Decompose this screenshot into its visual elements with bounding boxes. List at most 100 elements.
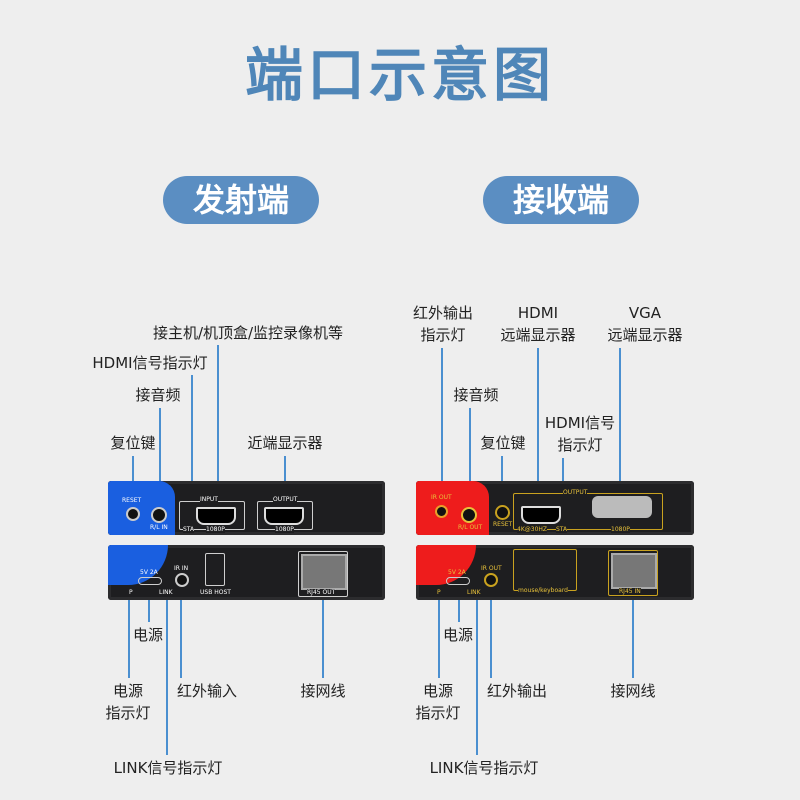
reset-text: RESET — [122, 497, 142, 504]
pointer-line — [469, 408, 471, 505]
label-line: 指示灯 — [105, 704, 151, 722]
rx-section-badge: 接收端 — [483, 176, 639, 224]
rj45-text: RJ45 OUT — [307, 589, 336, 596]
hdmi-resolution-text: 4K@30HZ — [517, 526, 548, 533]
label-line: 远端显示器 — [607, 326, 683, 344]
hdmi-output-port[interactable] — [264, 507, 304, 525]
pointer-line — [476, 600, 478, 755]
vga-resolution-text: 1080P — [611, 526, 630, 533]
label-line: 红外输出 — [412, 304, 474, 322]
hdmi-output-port[interactable] — [521, 506, 561, 524]
reset-button[interactable] — [126, 507, 140, 521]
label-power-led: 电源指示灯 — [105, 680, 150, 724]
ir-jack[interactable] — [175, 573, 189, 587]
label-network: 接网线 — [300, 682, 346, 700]
tx-front-panel: RESET R/L IN INPUT STA 1080P OUTPUT 1080… — [108, 481, 385, 535]
pointer-line — [441, 348, 443, 490]
hdmi-input-port[interactable] — [196, 507, 236, 525]
pointer-line — [180, 600, 182, 678]
audio-jack[interactable] — [461, 507, 477, 523]
label-network: 接网线 — [610, 682, 656, 700]
resolution-text: 1080P — [275, 526, 294, 533]
rx-side-accent — [416, 481, 489, 535]
link-text: LINK — [159, 589, 173, 596]
label-reset: 复位键 — [110, 434, 156, 452]
label-ir-out: 红外输出 — [486, 682, 548, 700]
pointer-line — [632, 600, 634, 678]
usb-frame[interactable] — [513, 549, 577, 591]
power-spec-text: 5V 2A — [140, 569, 158, 576]
pointer-line — [537, 348, 539, 500]
usb-port[interactable] — [205, 553, 225, 586]
label-ir-led: 红外输出指示灯 — [413, 302, 473, 346]
output-text: OUTPUT — [273, 496, 298, 503]
label-line: 远端显示器 — [500, 326, 576, 344]
pointer-line — [132, 456, 134, 498]
rj45-text: RJ45 IN — [619, 588, 641, 595]
label-line: 指示灯 — [557, 436, 603, 454]
output-text: OUTPUT — [563, 489, 588, 496]
usb-text: mouse/keyboard — [518, 587, 568, 594]
label-audio: 接音频 — [135, 386, 181, 404]
label-link-led: LINK信号指示灯 — [113, 759, 223, 777]
pointer-line — [191, 375, 193, 515]
pointer-line — [284, 456, 286, 490]
usb-text: USB HOST — [200, 589, 231, 596]
rj45-port[interactable] — [611, 553, 657, 589]
pointer-line — [322, 600, 324, 678]
label-host: 接主机/机顶盒/监控录像机等 — [152, 324, 344, 342]
label-power-led: 电源指示灯 — [415, 680, 460, 724]
pointer-line — [128, 600, 130, 678]
ir-jack[interactable] — [484, 573, 498, 587]
reset-text: RESET — [493, 521, 513, 528]
ir-text: IR OUT — [481, 565, 502, 572]
pointer-line — [217, 345, 219, 500]
pointer-line — [159, 408, 161, 505]
rx-front-panel: IR OUT R/L OUT RESET OUTPUT 4K@30HZ STA … — [416, 481, 694, 535]
ir-out-text: IR OUT — [431, 494, 452, 501]
label-power: 电源 — [132, 626, 164, 644]
label-line: 电源 — [422, 682, 454, 700]
tx-rear-panel: P 5V 2A LINK IR IN USB HOST RJ45 OUT — [108, 545, 385, 600]
pointer-line — [438, 600, 440, 678]
label-ir-in: 红外输入 — [176, 682, 238, 700]
sta-text: STA — [556, 526, 568, 533]
pointer-line — [490, 600, 492, 678]
label-hdmi-display: HDMI 远端显示器 — [500, 302, 575, 346]
rx-rear-panel: P 5V 2A LINK IR OUT mouse/keyboard RJ45 … — [416, 545, 694, 600]
label-line: VGA — [628, 304, 662, 322]
p-text: P — [437, 589, 441, 596]
pointer-line — [148, 600, 150, 622]
label-hdmi-led: HDMI信号指示灯 — [92, 354, 208, 372]
vga-port[interactable] — [592, 496, 652, 518]
rj45-port[interactable] — [301, 554, 347, 590]
tx-section-badge: 发射端 — [163, 176, 319, 224]
p-text: P — [129, 589, 133, 596]
label-audio: 接音频 — [453, 386, 499, 404]
label-line: HDMI — [517, 304, 559, 322]
rj45-frame — [298, 551, 348, 597]
label-line: HDMI信号 — [544, 414, 616, 432]
pointer-line — [501, 456, 503, 490]
usb-c-power-port[interactable] — [446, 577, 470, 585]
power-spec-text: 5V 2A — [448, 569, 466, 576]
link-text: LINK — [467, 589, 481, 596]
reset-button[interactable] — [495, 505, 510, 520]
label-near-display: 近端显示器 — [247, 434, 323, 452]
audio-text: R/L IN — [150, 524, 168, 531]
audio-text: R/L OUT — [458, 524, 483, 531]
page-title: 端口示意图 — [244, 41, 555, 109]
output-frame — [513, 493, 663, 530]
label-reset: 复位键 — [480, 434, 526, 452]
label-link-led: LINK信号指示灯 — [429, 759, 539, 777]
label-power: 电源 — [442, 626, 474, 644]
audio-jack[interactable] — [151, 507, 167, 523]
rj45-frame — [608, 550, 658, 596]
usb-c-power-port[interactable] — [138, 577, 162, 585]
ir-text: IR IN — [174, 565, 189, 572]
label-vga-display: VGA 远端显示器 — [607, 302, 682, 346]
ir-out-led — [435, 505, 448, 518]
sta-text: STA — [183, 526, 195, 533]
pointer-line — [166, 600, 168, 755]
input-text: INPUT — [200, 496, 218, 503]
